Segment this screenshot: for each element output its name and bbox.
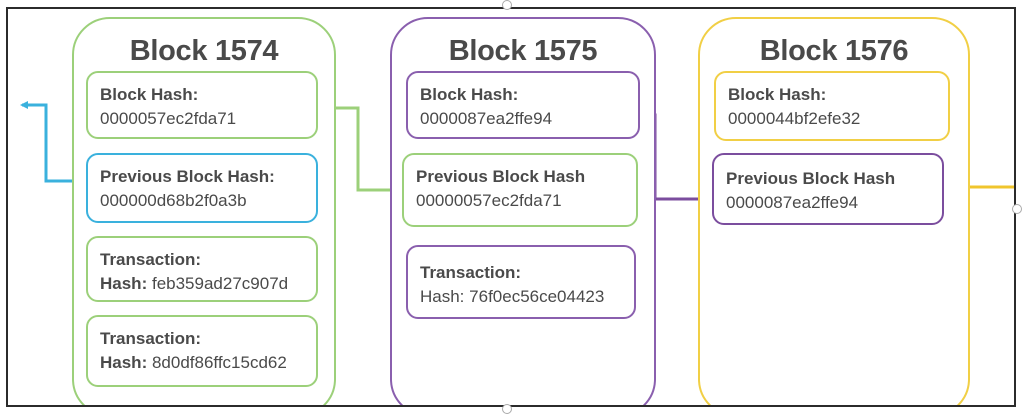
previous-hash-field: Previous Block Hash 00000057ec2fda71: [402, 153, 638, 227]
transaction-hash-value: 76f0ec56ce04423: [469, 287, 605, 306]
block-title: Block 1575: [448, 35, 598, 67]
transaction-hash-label: Hash:: [100, 274, 148, 293]
previous-hash-label: Previous Block Hash: [726, 169, 896, 188]
edge-dot: [502, 404, 512, 414]
transaction-hash-label: Hash:: [420, 287, 465, 306]
transaction-label: Transaction:: [420, 263, 522, 282]
previous-hash-label: Previous Block Hash: [416, 167, 586, 186]
block-hash-value: 0000044bf2efe32: [728, 109, 861, 128]
edge-dot: [502, 0, 512, 10]
previous-hash-field: Previous Block Hash: 000000d68b2f0a3b: [86, 153, 318, 223]
transaction-hash-label: Hash:: [100, 353, 148, 372]
transaction-field: Transaction: Hash: 8d0df86ffc15cd62: [86, 315, 318, 387]
block-hash-label: Block Hash:: [728, 85, 827, 104]
block-hash-value: 0000087ea2ffe94: [420, 109, 553, 128]
block-hash-field: Block Hash: 0000087ea2ffe94: [406, 71, 640, 139]
transaction-label: Transaction:: [100, 250, 202, 269]
block-hash-value: 0000057ec2fda71: [100, 109, 237, 128]
transaction-hash-value: 8d0df86ffc15cd62: [151, 353, 287, 372]
previous-hash-value: 00000057ec2fda71: [416, 191, 562, 210]
block-hash-label: Block Hash:: [100, 85, 199, 104]
transaction-label: Transaction:: [100, 329, 202, 348]
block-hash-label: Block Hash:: [420, 85, 519, 104]
previous-hash-label: Previous Block Hash:: [100, 167, 275, 186]
block-hash-field: Block Hash: 0000057ec2fda71: [86, 71, 318, 139]
edge-dot: [1012, 204, 1022, 214]
block-hash-field: Block Hash: 0000044bf2efe32: [714, 71, 950, 141]
transaction-field: Transaction: Hash: 76f0ec56ce04423: [406, 245, 636, 319]
transaction-hash-value: feb359ad27c907d: [151, 274, 289, 293]
previous-hash-value: 0000087ea2ffe94: [726, 193, 859, 212]
previous-hash-field: Previous Block Hash 0000087ea2ffe94: [712, 153, 944, 225]
block-title: Block 1576: [759, 35, 909, 67]
blockchain-diagram: Block 1574 Block Hash: 0000057ec2fda71 P…: [6, 7, 1016, 407]
transaction-field: Transaction: Hash: feb359ad27c907d: [86, 236, 318, 302]
previous-hash-value: 000000d68b2f0a3b: [100, 191, 247, 210]
block-title: Block 1574: [129, 35, 279, 67]
